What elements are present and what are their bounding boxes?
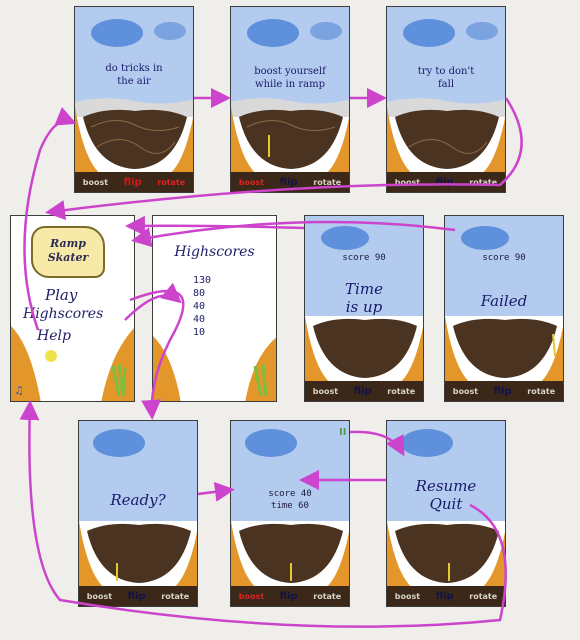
rotate-button[interactable]: rotate [469,591,498,601]
score-entry: 130 [193,275,212,286]
score-entry: 40 [193,301,206,312]
game-scene [79,421,197,591]
time-label: time 60 [271,501,309,511]
flip-button[interactable]: flip [123,176,142,188]
ready-screen: Ready? boost flip rotate [78,420,198,607]
flip-button[interactable]: flip [279,176,298,188]
music-icon[interactable]: ♫ [14,384,24,397]
tutorial-caption: do tricks in the air [105,63,163,87]
score-entry: 40 [193,314,206,325]
boost-button[interactable]: boost [86,591,113,601]
control-bar: boost flip rotate [231,172,349,192]
flip-button[interactable]: flip [435,590,454,602]
pause-icon[interactable]: II [339,427,347,438]
flip-button[interactable]: flip [127,590,146,602]
score-label: score 40 [268,489,312,499]
tutorial-screen-tricks: do tricks in the air boost flip rotate [74,6,194,193]
control-bar: boost flip rotate [75,172,193,192]
rotate-button[interactable]: rotate [313,591,342,601]
game-scene [387,7,505,177]
flip-button[interactable]: flip [493,385,512,397]
control-bar: boost flip rotate [387,172,505,192]
gameplay-screen: II score 40 time 60 boost flip rotate [230,420,350,607]
main-menu-screen: Ramp Skater Play Highscores Help ♫ [10,215,135,402]
tutorial-caption: boost yourself while in ramp [254,66,326,90]
score-label: score 90 [342,253,386,263]
failed-screen: score 90 Failed boost flip rotate [444,215,564,402]
arrow-ready-to-game [197,481,235,502]
flip-button[interactable]: flip [353,385,372,397]
score-entry: 10 [193,327,206,338]
control-bar: boost flip rotate [387,586,505,606]
control-bar: boost flip rotate [445,381,563,401]
rotate-button[interactable]: rotate [157,177,186,187]
boost-button[interactable]: boost [238,591,265,601]
pause-screen: Resume Quit boost flip rotate [386,420,506,607]
app-logo: Ramp Skater [31,226,105,278]
game-scene [75,7,193,177]
score-label: score 90 [482,253,526,263]
game-scene [231,7,349,177]
rotate-button[interactable]: rotate [387,386,416,396]
game-scene [445,216,563,386]
rotate-button[interactable]: rotate [527,386,556,396]
boost-button[interactable]: boost [394,177,421,187]
menu-item-play[interactable]: Play [45,286,78,304]
boost-button[interactable]: boost [312,386,339,396]
game-scene [231,421,349,591]
rotate-button[interactable]: rotate [161,591,190,601]
game-scene [387,421,505,591]
flip-button[interactable]: flip [435,176,454,188]
control-bar: boost flip rotate [79,586,197,606]
boost-button[interactable]: boost [82,177,109,187]
control-bar: boost flip rotate [305,381,423,401]
time-up-screen: score 90 Time is up boost flip rotate [304,215,424,402]
menu-item-help[interactable]: Help [37,328,71,344]
rotate-button[interactable]: rotate [313,177,342,187]
rotate-button[interactable]: rotate [469,177,498,187]
highscores-screen: Highscores 130 80 40 40 10 [152,215,277,402]
menu-decoration [11,326,134,401]
flip-button[interactable]: flip [279,590,298,602]
highscores-title: Highscores [174,244,255,260]
score-entry: 80 [193,288,206,299]
boost-button[interactable]: boost [452,386,479,396]
menu-item-resume[interactable]: Resume [415,477,477,495]
highscores-list: 130 80 40 40 10 [193,274,211,339]
tutorial-caption: try to don't fall [417,66,475,90]
ready-caption: Ready? [110,491,166,509]
failed-caption: Failed [480,292,528,310]
boost-button[interactable]: boost [238,177,265,187]
menu-item-quit[interactable]: Quit [429,495,463,513]
tutorial-screen-boost: boost yourself while in ramp boost flip … [230,6,350,193]
boost-button[interactable]: boost [394,591,421,601]
tutorial-screen-fall: try to don't fall boost flip rotate [386,6,506,193]
menu-item-highscores[interactable]: Highscores [23,306,104,322]
time-up-caption: Time is up [345,280,383,316]
control-bar: boost flip rotate [231,586,349,606]
